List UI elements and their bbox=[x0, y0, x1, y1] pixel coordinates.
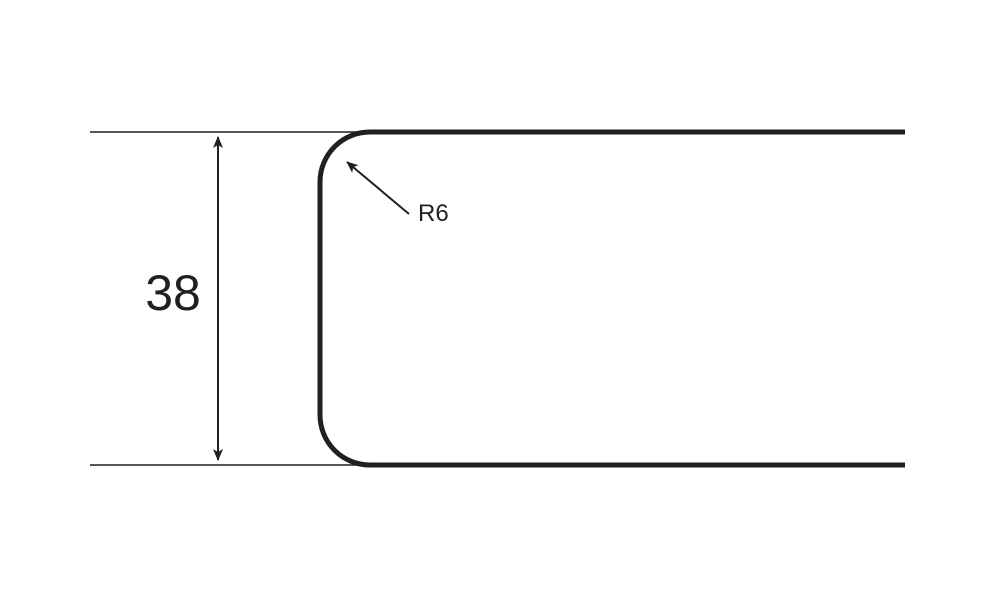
radius-leader-line bbox=[346, 161, 410, 215]
radius-label: R6 bbox=[418, 200, 449, 227]
extension-lines bbox=[90, 131, 370, 466]
height-dimension-label: 38 bbox=[145, 265, 201, 321]
profile-outline bbox=[317, 129, 905, 468]
